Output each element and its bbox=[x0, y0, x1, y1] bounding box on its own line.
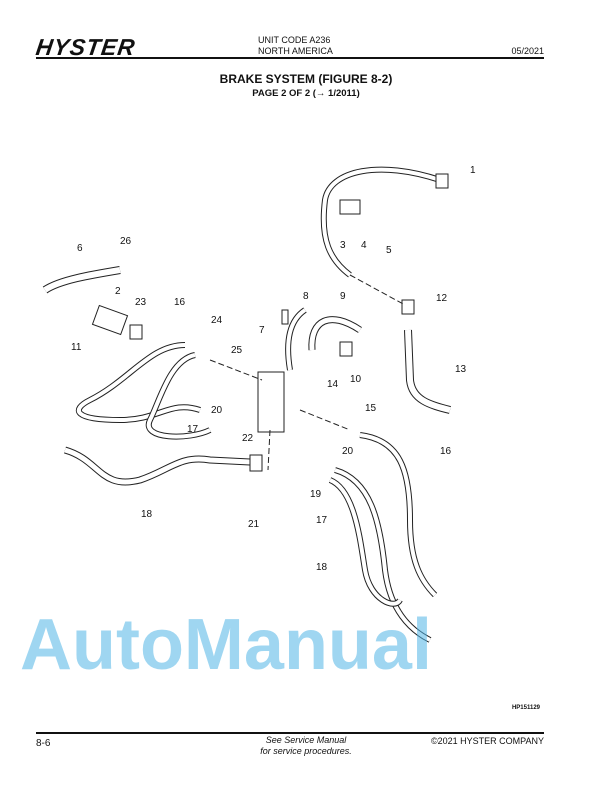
callout: 18 bbox=[316, 562, 328, 573]
callout: 25 bbox=[231, 345, 243, 356]
fitting bbox=[129, 324, 143, 340]
fitting bbox=[281, 309, 289, 325]
callout: 19 bbox=[310, 489, 322, 500]
region: NORTH AMERICA bbox=[258, 46, 333, 56]
header-info: UNIT CODE A236 NORTH AMERICA bbox=[258, 35, 333, 57]
callout: 3 bbox=[340, 240, 346, 251]
fitting bbox=[435, 173, 449, 189]
footer-note-line2: for service procedures. bbox=[260, 746, 352, 756]
callout: 16 bbox=[440, 446, 452, 457]
callout: 24 bbox=[211, 315, 223, 326]
callout: 22 bbox=[242, 433, 254, 444]
callout: 21 bbox=[248, 519, 260, 530]
callout: 5 bbox=[386, 245, 392, 256]
callout: 17 bbox=[187, 424, 199, 435]
figure-id: HP151129 bbox=[511, 705, 540, 711]
callout: 6 bbox=[77, 243, 83, 254]
callout: 8 bbox=[303, 291, 309, 302]
callout: 9 bbox=[340, 291, 346, 302]
brake-valve-block bbox=[257, 371, 285, 433]
callout: 20 bbox=[342, 446, 354, 457]
fitting bbox=[249, 454, 263, 472]
footer-note: See Service Manual for service procedure… bbox=[230, 735, 382, 757]
footer-rule bbox=[36, 732, 544, 734]
callout: 2 bbox=[115, 286, 121, 297]
callout: 20 bbox=[211, 405, 223, 416]
callout: 18 bbox=[141, 509, 153, 520]
callout: 7 bbox=[259, 325, 265, 336]
callout: 11 bbox=[71, 342, 82, 353]
fitting bbox=[339, 199, 361, 215]
copyright: ©2021 HYSTER COMPANY bbox=[431, 736, 544, 746]
callout: 10 bbox=[350, 374, 362, 385]
callout: 4 bbox=[361, 240, 367, 251]
callout-labels: 1 3 4 5 6 26 2 23 16 8 9 12 24 7 25 11 1… bbox=[71, 165, 476, 573]
fitting bbox=[339, 341, 353, 357]
callout: 13 bbox=[455, 364, 467, 375]
header-rule bbox=[36, 57, 544, 59]
watermark: AutoManual bbox=[20, 605, 432, 685]
callout: 23 bbox=[135, 297, 147, 308]
page-subtitle: PAGE 2 OF 2 (→ 1/2011) bbox=[252, 88, 360, 99]
page-title: BRAKE SYSTEM (FIGURE 8-2) bbox=[219, 72, 393, 86]
unit-code: UNIT CODE A236 bbox=[258, 35, 331, 45]
callout: 26 bbox=[120, 236, 132, 247]
leader-dashes bbox=[209, 274, 406, 471]
callout: 17 bbox=[316, 515, 328, 526]
fitting bbox=[401, 299, 415, 315]
hoses bbox=[42, 166, 451, 643]
header-date: 05/2021 bbox=[511, 46, 544, 56]
callout: 16 bbox=[174, 297, 186, 308]
page-number: 8-6 bbox=[36, 738, 51, 749]
fittings bbox=[91, 173, 449, 472]
callout: 15 bbox=[365, 403, 377, 414]
footer-note-line1: See Service Manual bbox=[265, 735, 347, 745]
fitting bbox=[91, 304, 129, 336]
callout: 1 bbox=[470, 165, 476, 176]
callout: 14 bbox=[327, 379, 339, 390]
callout: 12 bbox=[436, 293, 448, 304]
